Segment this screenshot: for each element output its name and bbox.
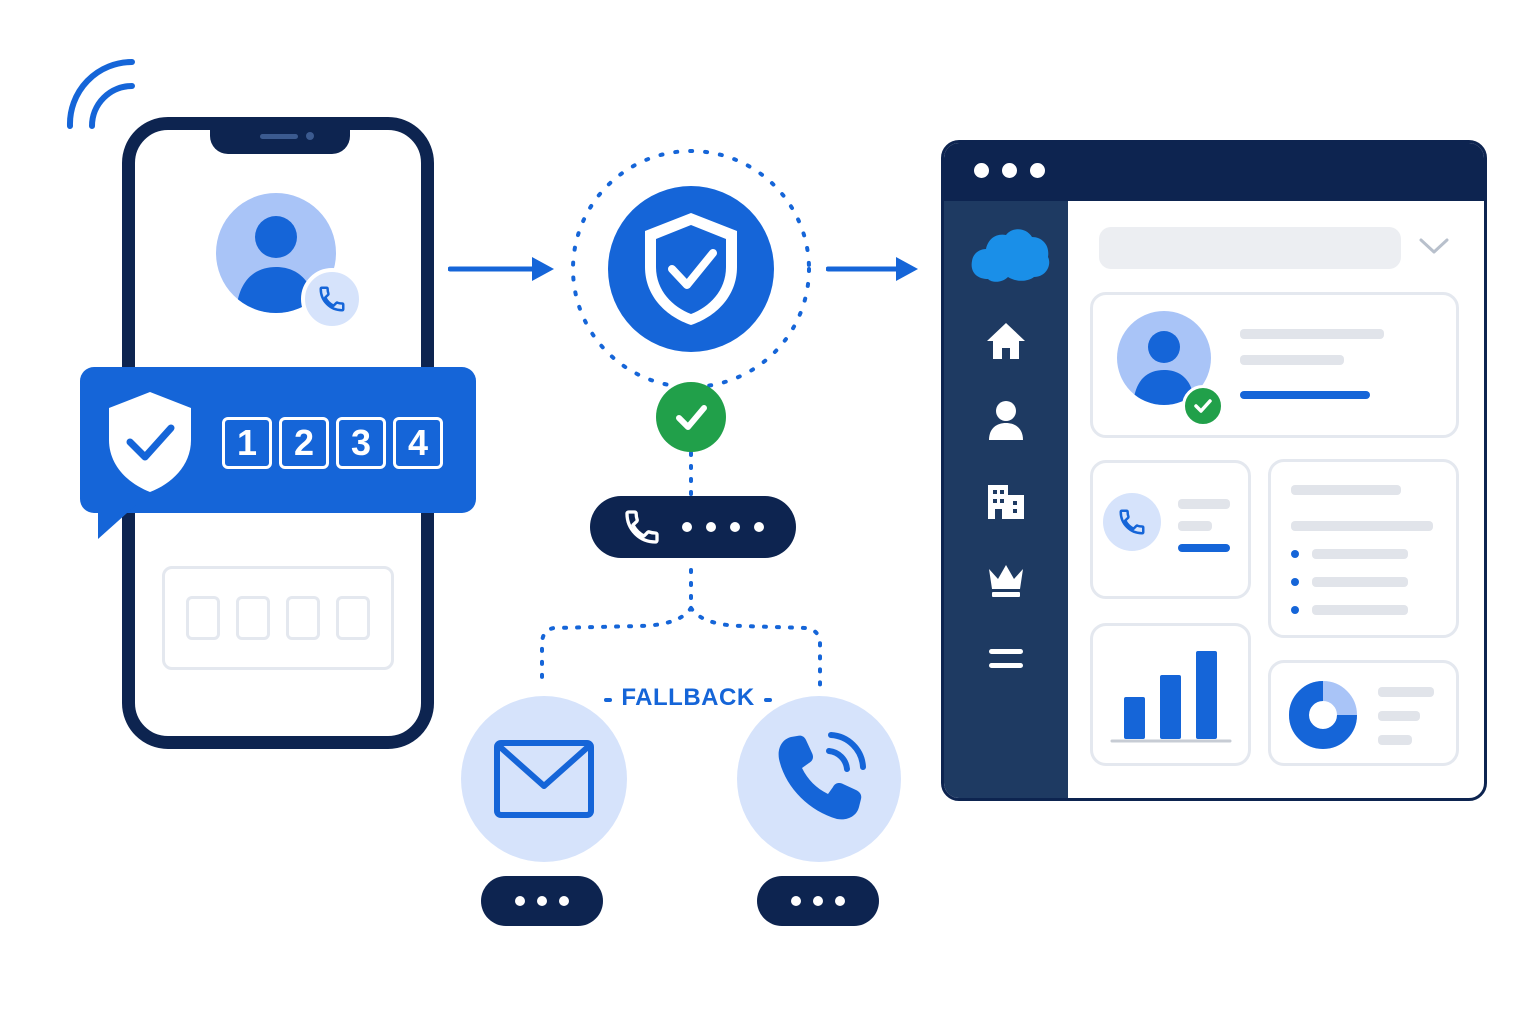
list-bullet [1291, 606, 1299, 614]
call-highlight-line [1178, 544, 1230, 552]
otp-digit: 2 [279, 417, 329, 469]
caller-avatar [216, 193, 336, 313]
window-dot[interactable] [974, 163, 989, 178]
mask-dot [682, 522, 692, 532]
verified-check-badge [1182, 385, 1224, 427]
arrow-right-icon [448, 257, 554, 281]
otp-input-cell[interactable] [236, 596, 270, 640]
phone-camera [306, 132, 314, 140]
status-dot [835, 896, 845, 906]
list-title-line [1291, 485, 1401, 495]
call-badge [301, 268, 363, 330]
mask-dot [730, 522, 740, 532]
building-icon [988, 485, 1024, 519]
phone-icon [319, 286, 345, 312]
cloud-logo-icon [971, 229, 1050, 282]
email-icon [494, 740, 594, 818]
home-icon [987, 323, 1025, 359]
phone-speaker [260, 134, 298, 139]
crm-window [941, 140, 1487, 801]
call-detail-line [1178, 499, 1230, 509]
list-bullet [1291, 578, 1299, 586]
status-dot [537, 896, 547, 906]
sidebar-item-home[interactable] [982, 317, 1030, 365]
status-dot [791, 896, 801, 906]
shield-check-icon [109, 392, 191, 492]
legend-line [1378, 687, 1434, 697]
list-bullet [1291, 550, 1299, 558]
phone-icon [625, 510, 659, 544]
status-dot [515, 896, 525, 906]
sidebar-item-accounts[interactable] [982, 477, 1030, 525]
phone-notch [210, 128, 350, 154]
bubble-tail [98, 505, 136, 539]
shield-check-icon [645, 213, 737, 325]
donut-chart-icon [1289, 681, 1357, 749]
window-dot[interactable] [1002, 163, 1017, 178]
verification-shield-circle [608, 186, 774, 352]
sidebar-item-contacts[interactable] [982, 396, 1030, 444]
status-dot [813, 896, 823, 906]
email-channel[interactable] [461, 696, 627, 862]
chevron-down-icon[interactable] [1418, 235, 1450, 257]
masked-number-pill [590, 496, 796, 558]
otp-digit: 4 [393, 417, 443, 469]
arrow-right-icon [826, 257, 918, 281]
window-controls[interactable] [974, 163, 1045, 178]
email-status-pill [481, 876, 603, 926]
signal-waves-icon [66, 59, 135, 129]
contact-name-line [1240, 329, 1384, 339]
search-bar[interactable] [1099, 227, 1401, 269]
fallback-label: FALLBACK [621, 684, 755, 711]
sidebar-item-premium[interactable] [982, 557, 1030, 605]
contact-icon [989, 401, 1023, 440]
call-detail-line [1178, 521, 1212, 531]
phone-icon [1119, 509, 1145, 535]
mask-dot [706, 522, 716, 532]
list-item-line [1312, 605, 1408, 615]
menu-icon [989, 649, 1023, 668]
phone-ringing-icon [778, 732, 866, 820]
voice-call-channel[interactable] [737, 696, 901, 862]
otp-digit: 1 [222, 417, 272, 469]
check-circle-icon [676, 405, 707, 430]
crown-icon [989, 565, 1023, 597]
contact-highlight-line [1240, 391, 1370, 399]
otp-digit: 3 [336, 417, 386, 469]
check-circle-icon [1194, 399, 1212, 413]
contact-detail-line [1240, 355, 1344, 365]
legend-line [1378, 711, 1420, 721]
otp-input-box[interactable] [162, 566, 394, 670]
voice-status-pill [757, 876, 879, 926]
bar-chart-icon [1110, 651, 1232, 743]
window-dot[interactable] [1030, 163, 1045, 178]
mask-dot [754, 522, 764, 532]
otp-input-cell[interactable] [186, 596, 220, 640]
otp-input-cell[interactable] [336, 596, 370, 640]
otp-input-cell[interactable] [286, 596, 320, 640]
verified-check-badge [656, 382, 726, 452]
list-item-line [1312, 549, 1408, 559]
call-log-card[interactable] [1090, 460, 1251, 599]
list-item-line [1312, 577, 1408, 587]
list-subtitle-line [1291, 521, 1433, 531]
legend-line [1378, 735, 1412, 745]
call-icon-circle [1103, 493, 1161, 551]
status-dot [559, 896, 569, 906]
user-avatar-icon [1133, 331, 1195, 405]
sidebar-item-menu[interactable] [982, 635, 1030, 683]
user-avatar-icon [236, 216, 316, 313]
otp-code: 1 2 3 4 [222, 417, 443, 469]
